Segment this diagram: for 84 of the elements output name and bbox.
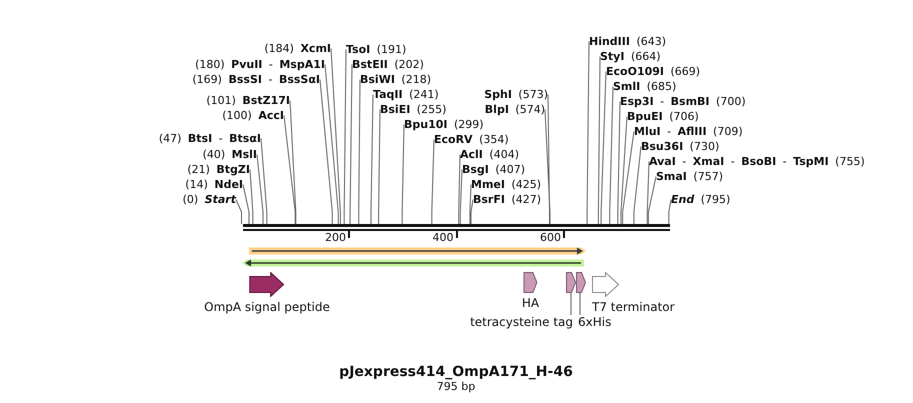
leader-line: [470, 199, 474, 224]
feature-block: [576, 272, 586, 293]
leader-line: [469, 184, 472, 224]
restriction-site-label: HindIII (643): [589, 35, 666, 48]
feature-label: 6xHis: [578, 315, 612, 329]
restriction-site-label: SphI (573): [484, 88, 548, 101]
restriction-site-label: (0) Start: [182, 193, 236, 206]
restriction-site-label: BlpI (574): [484, 103, 545, 116]
leader-line: [320, 79, 333, 224]
restriction-site-label: StyI (664): [600, 50, 661, 63]
leader-line: [290, 100, 296, 224]
leader-line: [370, 94, 374, 224]
leader-line: [236, 199, 242, 224]
leader-line: [586, 41, 590, 224]
leader-line: [324, 64, 339, 224]
map-title: pJexpress414_OmpA171_H-46: [339, 364, 573, 380]
restriction-site-label: AclI (404): [460, 148, 519, 161]
restriction-site-label: BsrFI (427): [473, 193, 542, 206]
leader-line: [622, 131, 634, 224]
primer-bar: [249, 247, 586, 255]
restriction-site-label: BsiEI (255): [380, 103, 446, 116]
restriction-site-label: Esp3I - BsmBI (700): [620, 95, 746, 108]
leader-line: [260, 138, 268, 224]
restriction-site-label: (169) BssSI - BssSαI: [192, 73, 320, 86]
leader-line: [548, 94, 550, 224]
leader-line: [458, 154, 460, 224]
primer-bar: [242, 259, 584, 267]
leader-line: [330, 48, 341, 224]
leader-line: [600, 71, 606, 224]
restriction-site-label: (47) BtsI - BtsαI: [158, 132, 261, 145]
restriction-site-label: (184) XcmI: [264, 42, 331, 55]
ruler-label: 200: [325, 231, 346, 244]
leader-line: [617, 101, 620, 224]
restriction-site-label: BstEII (202): [352, 58, 424, 71]
leader-line: [378, 109, 380, 224]
restriction-site-label: MluI - AflIII (709): [634, 125, 743, 138]
restriction-site-label: (180) PvuII - MspA1I: [195, 58, 325, 71]
leader-line: [256, 154, 264, 224]
feature-label: HA: [522, 296, 540, 310]
restriction-site-label: End (795): [671, 193, 730, 206]
leader-line: [242, 184, 250, 224]
restriction-site-label: (21) BtgZI: [187, 163, 250, 176]
leader-line: [402, 124, 404, 224]
leader-line: [344, 49, 346, 224]
restriction-site-label: (101) BstZ17I: [206, 94, 290, 107]
leader-line: [570, 292, 572, 316]
leader-line: [284, 115, 296, 224]
leader-line: [648, 176, 656, 224]
feature-label: T7 terminator: [592, 300, 675, 314]
leader-line: [609, 86, 614, 224]
restriction-site-label: BsgI (407): [462, 163, 525, 176]
leader-line: [646, 161, 650, 224]
restriction-site-label: (40) MslI: [202, 148, 257, 161]
restriction-site-label: Bpu10I (299): [404, 118, 484, 131]
leader-line: [350, 64, 352, 224]
leader-line: [598, 56, 600, 224]
sequence-length: 795 bp: [436, 380, 476, 393]
restriction-site-label: (14) NdeI: [185, 178, 243, 191]
feature-label: tetracysteine tag: [470, 315, 573, 329]
restriction-site-label: BpuEI (706): [627, 110, 699, 123]
leader-line: [668, 199, 672, 224]
leader-line: [358, 79, 360, 224]
leader-line: [620, 116, 628, 224]
ruler-label: 600: [540, 231, 561, 244]
restriction-site-label: EcoO109I (669): [606, 65, 700, 78]
leader-line: [544, 109, 550, 224]
feature-block: [566, 272, 576, 293]
restriction-site-label: BsiWI (218): [360, 73, 432, 86]
restriction-site-label: (100) AccI: [222, 109, 284, 122]
leader-line: [250, 169, 254, 224]
restriction-site-label: EcoRV (354): [434, 133, 509, 146]
ruler-label: 400: [432, 231, 454, 244]
restriction-site-label: Bsu36I (730): [641, 140, 720, 153]
restriction-site-label: SmaI (757): [656, 170, 723, 183]
restriction-site-label: AvaI - XmaI - BsoBI - TspMI (755): [649, 155, 865, 168]
restriction-site-label: TaqII (241): [373, 88, 439, 101]
sequence-backbone: [243, 224, 670, 231]
restriction-site-label: TsoI (191): [346, 43, 406, 56]
leader-line: [460, 169, 462, 224]
feature-label: OmpA signal peptide: [204, 300, 330, 314]
leader-line: [633, 146, 642, 224]
restriction-site-label: SmlI (685): [613, 80, 676, 93]
restriction-site-label: MmeI (425): [471, 178, 542, 191]
leader-line: [431, 139, 434, 224]
